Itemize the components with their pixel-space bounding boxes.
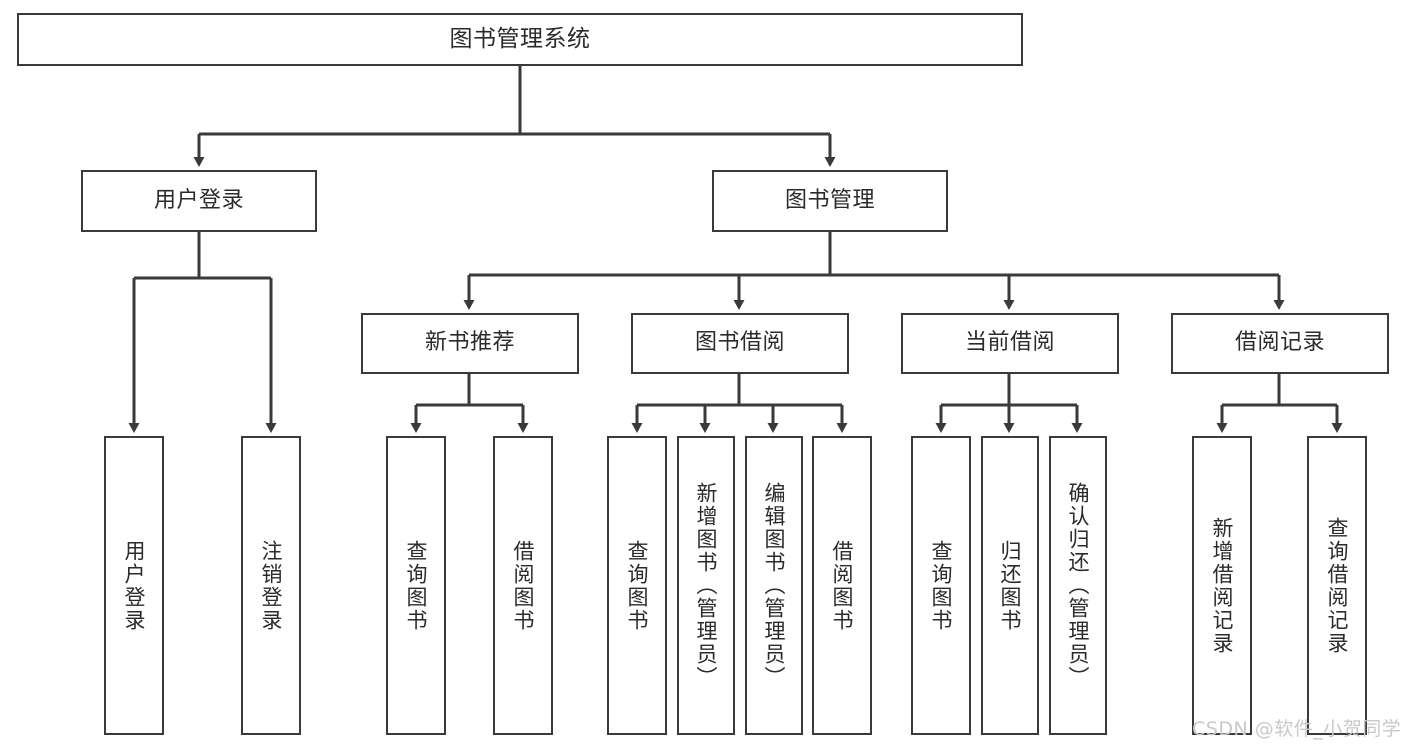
node-label: 当前借阅: [964, 330, 1055, 356]
leaf-borrow-borrow-book[interactable]: 借阅图书: [812, 436, 872, 735]
node-label: 用户登录: [122, 539, 147, 632]
leaf-recommend-query-book[interactable]: 查询图书: [386, 436, 446, 735]
node-label: 注销登录: [259, 539, 284, 632]
leaf-recommend-borrow-book[interactable]: 借阅图书: [493, 436, 553, 735]
node-label: 图书借阅: [694, 330, 785, 356]
leaf-current-query-book[interactable]: 查询图书: [911, 436, 971, 735]
node-label: 借阅图书: [511, 539, 536, 632]
leaf-user-login-login[interactable]: 用户登录: [104, 436, 164, 735]
node-label: 借阅记录: [1234, 330, 1325, 356]
node-root-system[interactable]: 图书管理系统: [17, 13, 1023, 66]
node-label: 借阅图书: [830, 539, 855, 632]
node-label: 新增借阅记录: [1210, 516, 1235, 655]
node-label: 用户登录: [153, 187, 244, 213]
leaf-borrow-edit-book[interactable]: 编辑图书（管理员）: [745, 436, 803, 735]
node-label: 查询图书: [929, 539, 954, 632]
node-label: 查询图书: [404, 539, 429, 632]
node-new-book-recommend[interactable]: 新书推荐: [361, 313, 579, 374]
leaf-borrow-query-book[interactable]: 查询图书: [607, 436, 667, 735]
node-user-login[interactable]: 用户登录: [81, 170, 317, 232]
node-label: 新增图书（管理员）: [694, 482, 719, 689]
node-label: 图书管理系统: [449, 26, 591, 53]
leaf-borrow-add-book[interactable]: 新增图书（管理员）: [677, 436, 735, 735]
node-label: 新书推荐: [424, 330, 515, 356]
leaf-current-return-book[interactable]: 归还图书: [981, 436, 1039, 735]
node-label: 查询借阅记录: [1325, 516, 1350, 655]
node-book-management[interactable]: 图书管理: [712, 170, 948, 232]
node-borrow-record[interactable]: 借阅记录: [1171, 313, 1389, 374]
leaf-user-login-logout[interactable]: 注销登录: [241, 436, 301, 735]
node-label: 图书管理: [784, 187, 875, 213]
leaf-record-add-record[interactable]: 新增借阅记录: [1192, 436, 1252, 735]
node-label: 归还图书: [998, 539, 1023, 632]
node-label: 查询图书: [625, 539, 650, 632]
leaf-record-query-record[interactable]: 查询借阅记录: [1307, 436, 1367, 735]
leaf-current-confirm-return[interactable]: 确认归还（管理员）: [1049, 436, 1107, 735]
node-label: 确认归还（管理员）: [1066, 482, 1091, 689]
node-label: 编辑图书（管理员）: [762, 482, 787, 689]
node-book-borrow[interactable]: 图书借阅: [631, 313, 849, 374]
node-current-borrow[interactable]: 当前借阅: [901, 313, 1119, 374]
csdn-watermark: CSDN @软件_小贺同学: [1192, 718, 1402, 740]
